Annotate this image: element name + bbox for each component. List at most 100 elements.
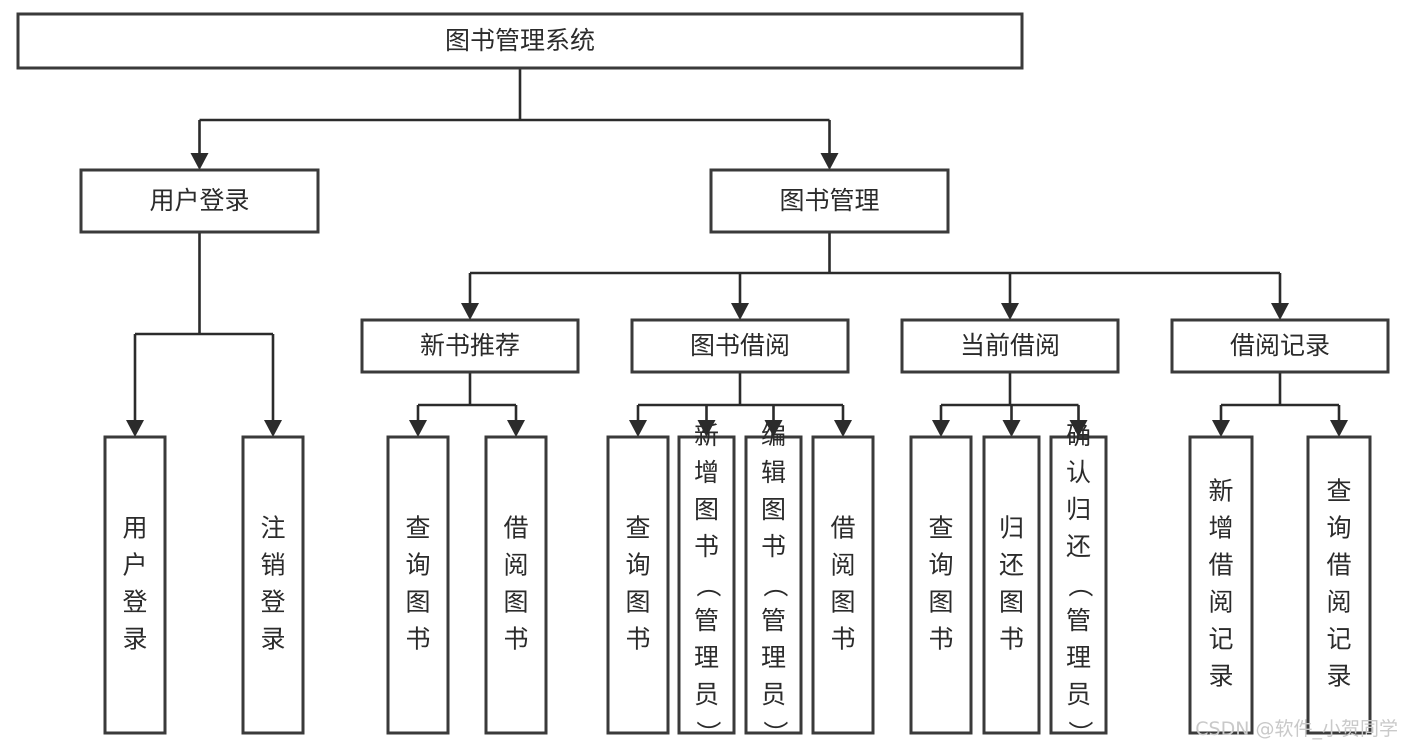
leaf-label-char: 还 [999,551,1024,580]
leaf-label-char: 登 [260,588,285,617]
node-rect-borrow-record [1170,318,1390,374]
arrow-head-icon [1330,420,1348,437]
leaf-rect-leaf-confirm-return [1049,435,1108,735]
arrow-head-icon [126,420,144,437]
leaf-label-char: 图 [928,588,953,617]
leaf-label-char: 增 [1208,514,1233,543]
leaf-label-char: 图 [405,588,430,617]
leaf-label-char: 查 [1326,477,1351,506]
leaf-label-char: 查 [405,514,430,543]
node-label-root: 图书管理系统 [445,26,595,55]
leaf-label-char: 书 [625,625,650,654]
leaf-label-char: 注 [260,514,285,543]
leaf-rect-leaf-query-book-1 [386,435,450,735]
leaf-label-char: （ [694,572,723,597]
node-label-new-book-recommend: 新书推荐 [420,331,520,360]
leaf-label-char: 记 [1326,625,1351,654]
leaf-rect-leaf-query-record [1306,435,1372,735]
node-current-borrow[interactable]: 当前借阅 [900,318,1120,374]
leaf-label-char: 书 [928,625,953,654]
leaf-label-char: 管 [694,606,719,635]
leaf-label-char: 销 [260,551,285,580]
leaf-label-char: ） [761,720,790,745]
leaf-label-char: 借 [503,514,528,543]
node-label-user-login: 用户登录 [149,186,249,215]
csdn-watermark: CSDN @软件_小贺同学 [1195,718,1398,740]
leaf-label-char: 管 [761,606,786,635]
leaf-label-char: 理 [761,643,786,672]
leaf-label-char: 借 [1208,551,1233,580]
node-label-current-borrow: 当前借阅 [960,331,1060,360]
leaf-label-char: 图 [999,588,1024,617]
leaf-label-char: 辑 [761,458,786,487]
leaf-rect-leaf-borrow-book-1 [484,435,548,735]
leaf-rect-leaf-borrow-book-2 [811,435,875,735]
node-rect-new-book-recommend [360,318,580,374]
leaf-label-char: 录 [260,625,285,654]
leaf-label-char: 书 [830,625,855,654]
leaf-label-char: 阅 [503,551,528,580]
leaf-label-char: 认 [1066,458,1091,487]
leaf-label-char: 图 [503,588,528,617]
node-rect-user-login [79,168,320,234]
leaf-label-char: 借 [1326,551,1351,580]
leaf-label-char: 阅 [1326,588,1351,617]
leaf-label-char: 理 [1066,643,1091,672]
node-book-manage[interactable]: 图书管理 [709,168,950,234]
node-borrow-record[interactable]: 借阅记录 [1170,318,1390,374]
leaf-label-char: （ [1066,572,1095,597]
leaf-label-char: 新 [1208,477,1233,506]
leaf-label-char: 登 [122,588,147,617]
node-root[interactable]: 图书管理系统 [16,12,1024,70]
leaf-rect-leaf-user-login [103,435,167,735]
node-user-login[interactable]: 用户登录 [79,168,320,234]
leaf-label-char: 录 [1208,662,1233,691]
leaf-label-char: 新 [694,421,719,450]
leaf-label-char: 图 [694,495,719,524]
leaf-label-char: 图 [761,495,786,524]
leaf-label-char: 员 [761,680,786,709]
node-new-book-recommend[interactable]: 新书推荐 [360,318,580,374]
leaf-label-char: ） [694,720,723,745]
connector-lines [126,68,1348,437]
arrow-head-icon [834,420,852,437]
node-rect-book-manage [709,168,950,234]
leaf-label-char: （ [761,572,790,597]
leaf-label-char: 借 [830,514,855,543]
leaf-label-char: 书 [761,532,786,561]
node-book-borrow[interactable]: 图书借阅 [630,318,850,374]
arrow-head-icon [764,420,783,437]
leaf-label-char: 阅 [1208,588,1233,617]
leaf-label-char: 记 [1208,625,1233,654]
arrow-head-icon [820,153,839,170]
leaf-label-char: 管 [1066,606,1091,635]
leaf-label-char: 增 [694,458,719,487]
leaf-label-char: 确 [1066,421,1091,450]
leaf-label-char: 书 [405,625,430,654]
leaf-rect-leaf-edit-book [744,435,803,735]
arrow-head-icon [731,303,749,320]
leaf-label-char: 理 [694,643,719,672]
leaf-label-char: 还 [1066,532,1091,561]
arrow-head-icon [932,420,950,437]
leaf-label-char: 员 [1066,680,1091,709]
leaf-leaf-user-login[interactable]: 用户登录 [103,435,167,735]
leaf-label-char: 查 [625,514,650,543]
node-label-borrow-record: 借阅记录 [1230,331,1330,360]
arrow-head-icon [1069,420,1088,437]
leaf-label-char: 员 [694,680,719,709]
